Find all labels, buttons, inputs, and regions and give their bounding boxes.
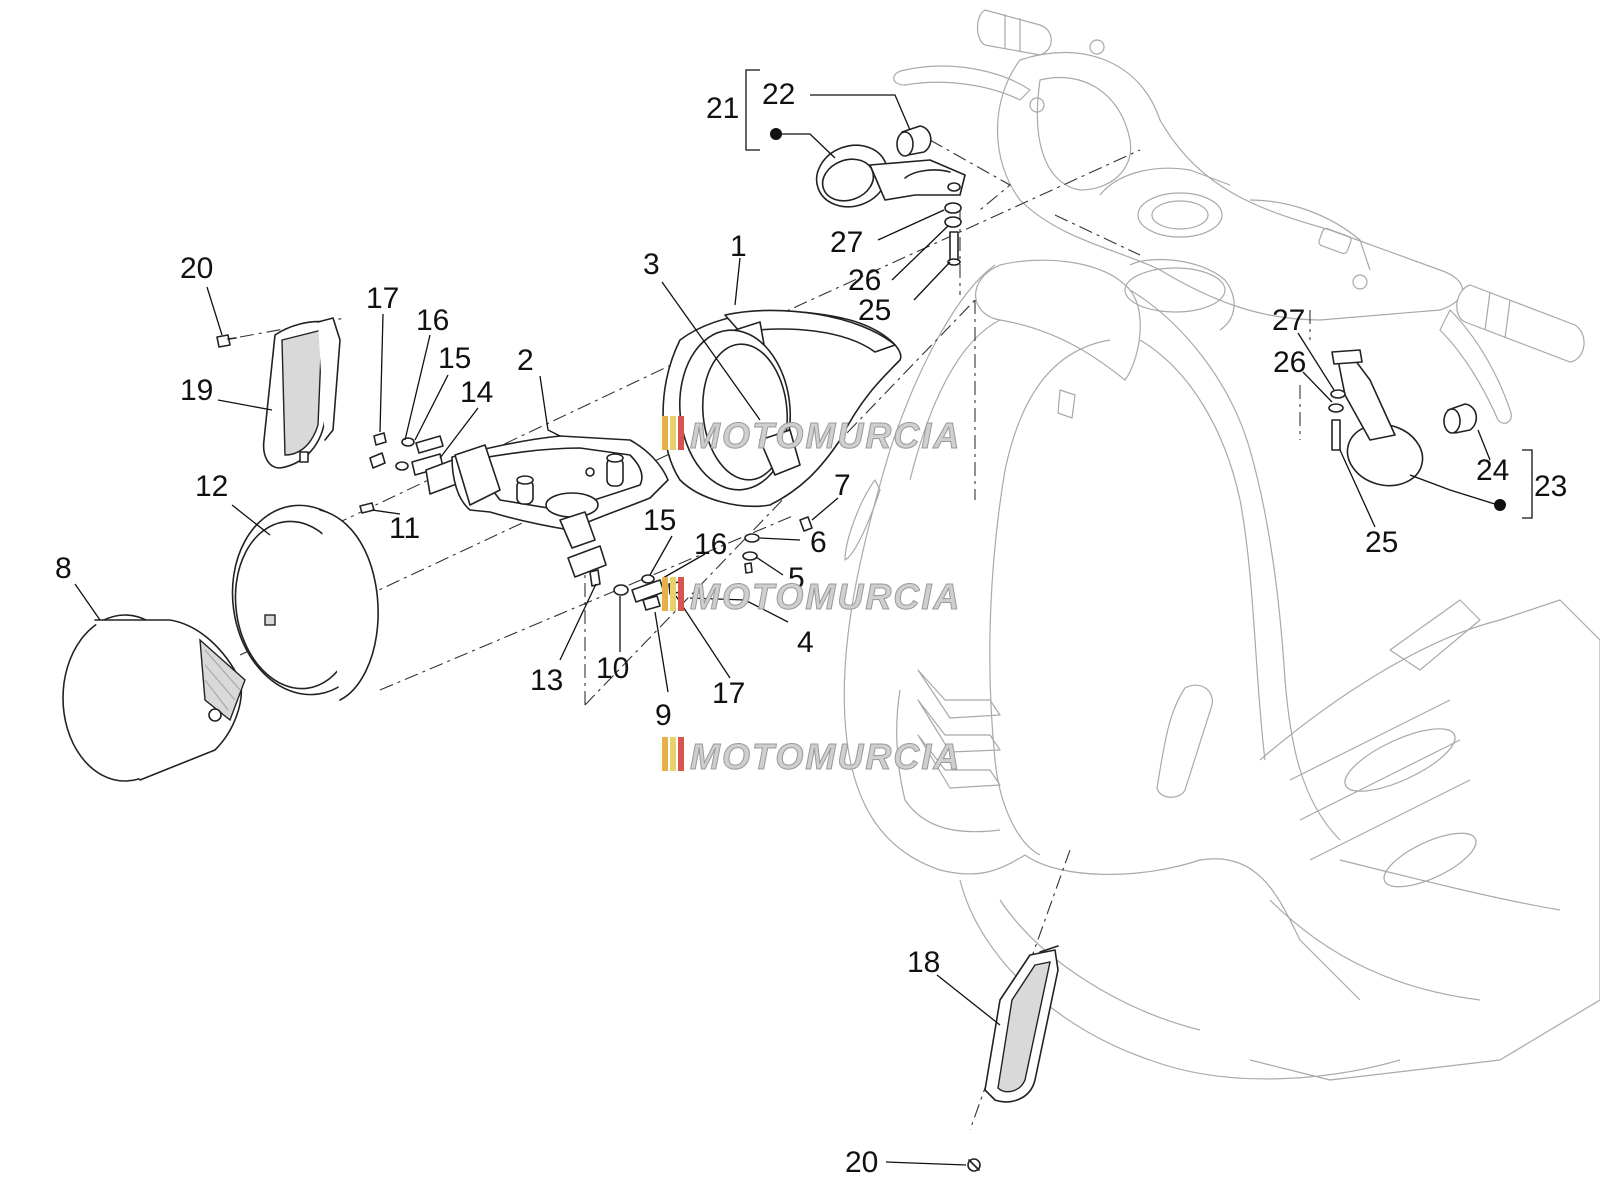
callout-25-left: 25	[858, 294, 891, 327]
watermark-stripe	[670, 416, 676, 450]
part-bulb-left	[896, 125, 932, 157]
watermark-stripe	[670, 737, 676, 771]
callout-27-right: 27	[1272, 304, 1305, 337]
callout-2: 2	[517, 344, 534, 377]
part-turn-signal-right	[1331, 349, 1424, 487]
callout-24: 24	[1476, 454, 1509, 487]
part-headlight-housing	[662, 309, 902, 508]
watermark-stripe	[662, 577, 668, 611]
part-horn-cover	[984, 945, 1059, 1103]
part-bulb-right	[1443, 403, 1478, 434]
callout-27-left: 27	[830, 226, 863, 259]
part-turn-signal-left	[815, 144, 966, 208]
callout-12: 12	[195, 470, 228, 503]
callout-20-upper: 20	[180, 252, 213, 285]
scooter-body-ghost	[843, 9, 1600, 1081]
part-position-light	[262, 317, 341, 469]
callout-8: 8	[55, 552, 72, 585]
callout-4: 4	[797, 626, 814, 659]
part-small-hardware-center	[567, 545, 681, 611]
callout-3: 3	[643, 248, 660, 281]
callout-21: 21	[706, 92, 739, 125]
callout-20-lower: 20	[845, 1146, 878, 1179]
watermark-text: MOTOMURCIA	[690, 736, 961, 777]
callout-22: 22	[762, 78, 795, 111]
watermark-stripe	[678, 737, 684, 771]
callout-15-lower: 15	[643, 504, 676, 537]
leader-lines	[74, 69, 1533, 1166]
callout-11: 11	[389, 512, 420, 545]
callout-1: 1	[730, 230, 747, 263]
watermark-middle: MOTOMURCIA	[662, 576, 961, 618]
callout-16-lower: 16	[694, 528, 727, 561]
part-small-hardware-right	[742, 516, 813, 574]
callout-25-right: 25	[1365, 526, 1398, 559]
part-screw-bottom	[967, 1158, 981, 1172]
watermark-stripe	[662, 416, 668, 450]
watermark-text: MOTOMURCIA	[690, 576, 961, 617]
callout-10: 10	[596, 652, 629, 685]
assembly-guide-lines	[239, 139, 1311, 1131]
watermark-stripe	[678, 416, 684, 450]
callout-labels: 1 2 3 4 5 6 7 8 9 10 11 12 13 14 15 15 1…	[55, 78, 1567, 1179]
callout-17-lower: 17	[712, 677, 745, 710]
part-hardware-stack-left	[944, 202, 962, 266]
watermark-stripe	[670, 577, 676, 611]
callout-5: 5	[788, 562, 805, 595]
callout-15-upper: 15	[438, 342, 471, 375]
part-headlight-bezel	[231, 504, 379, 701]
callout-18: 18	[907, 946, 940, 979]
callout-dot-left	[770, 128, 782, 140]
watermark-upper: MOTOMURCIA	[662, 415, 961, 457]
watermark-stripe	[678, 577, 684, 611]
part-headlight-unit	[62, 614, 246, 782]
callout-6: 6	[810, 526, 827, 559]
callout-26-left: 26	[848, 264, 881, 297]
watermark-stripe	[662, 737, 668, 771]
part-headlight-support	[451, 435, 669, 549]
part-hardware-stack-right	[1328, 389, 1346, 451]
watermark-lower: MOTOMURCIA	[662, 736, 961, 778]
callout-9: 9	[655, 699, 672, 732]
callout-dot-right	[1494, 499, 1506, 511]
callout-17-upper: 17	[366, 282, 399, 315]
watermark-text: MOTOMURCIA	[690, 415, 961, 456]
callout-26-right: 26	[1273, 346, 1306, 379]
callout-23: 23	[1534, 470, 1567, 503]
callout-16-upper: 16	[416, 304, 449, 337]
callout-7: 7	[834, 469, 851, 502]
callout-14: 14	[460, 376, 493, 409]
callout-19: 19	[180, 374, 213, 407]
callout-13: 13	[530, 664, 563, 697]
part-small-hardware-left	[216, 334, 463, 514]
